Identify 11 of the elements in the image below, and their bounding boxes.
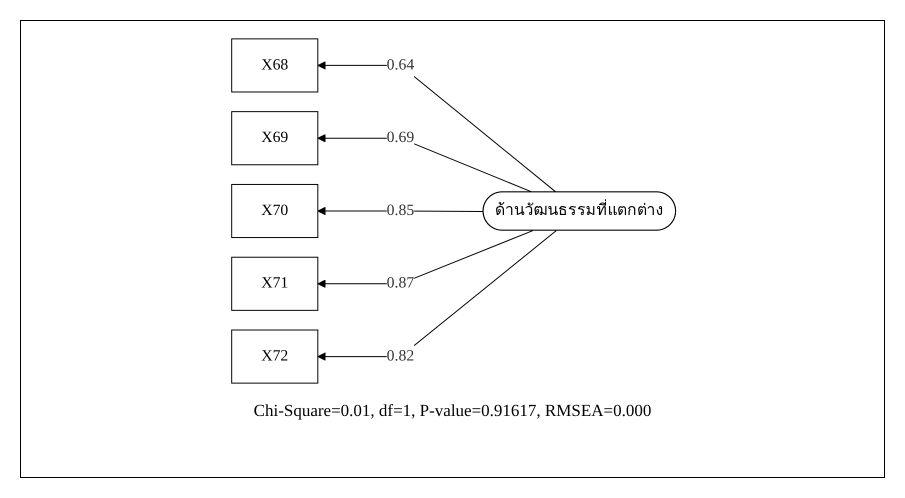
node-box: X68 xyxy=(231,38,318,92)
edge-label: 0.64 xyxy=(386,56,414,74)
edge-label: 0.85 xyxy=(386,202,414,219)
edge-label: 0.69 xyxy=(386,129,414,146)
edge-label: 0.87 xyxy=(386,274,414,292)
node-box: X71 xyxy=(231,256,318,311)
edge-label: 0.82 xyxy=(386,348,414,364)
node-box: X69 xyxy=(231,111,318,166)
node-box: X72 xyxy=(231,330,318,384)
fit-statistics-note: Chi-Square=0.01, df=1, P-value=0.91617, RMSEA=0.000 xyxy=(252,401,652,421)
node-box: X70 xyxy=(231,184,318,238)
